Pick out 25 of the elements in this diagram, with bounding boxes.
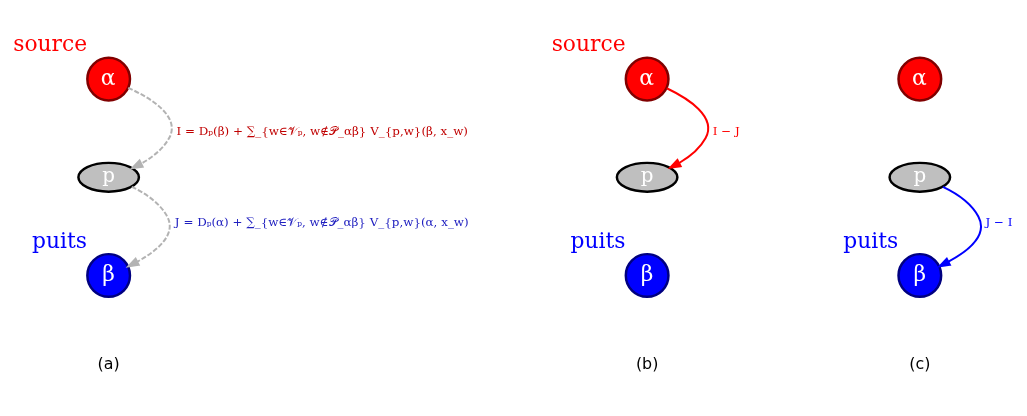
node-ellipse: p [888, 161, 952, 193]
label: (c) [909, 353, 931, 373]
arrow [936, 185, 982, 268]
node-circle: α [897, 56, 943, 102]
arrow [665, 86, 710, 169]
edge-label: J = Dₚ(α) + ∑_{w∈𝒱ₚ, w∉𝒫_αβ} V_{p,w}(α, x_w) [174, 214, 469, 229]
node-circle: β [624, 252, 670, 298]
node-ellipse: p [615, 161, 679, 193]
label: (b) [635, 353, 659, 373]
label: (a) [97, 353, 120, 373]
node-circle: β [897, 252, 943, 298]
node-circle: α [86, 56, 132, 102]
node-label: puits [32, 227, 88, 253]
node-label: puits [570, 227, 626, 253]
node-label: source [13, 30, 88, 56]
arrow [127, 86, 173, 169]
arrow [125, 185, 171, 268]
edge-label: J − I [985, 214, 1013, 229]
node-label: puits [843, 227, 899, 253]
edge-label: I − J [712, 123, 740, 138]
node-circle: β [86, 252, 132, 298]
edge-label: I = Dₚ(β) + ∑_{w∈𝒱ₚ, w∉𝒫_αβ} V_{p,w}(β, x_w) [176, 123, 468, 138]
node-circle: α [624, 56, 670, 102]
node-ellipse: p [77, 161, 141, 193]
node-label: source [551, 30, 626, 56]
